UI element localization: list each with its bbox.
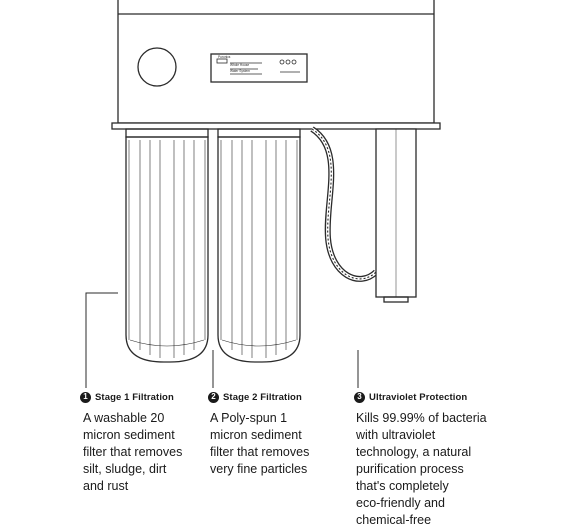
description-line: Kills 99.99% of bacteria	[356, 411, 487, 425]
uv-protection-callout: 3 Ultraviolet Protection Kills 99.99% of…	[354, 389, 502, 529]
description-line: with ultraviolet	[356, 428, 436, 442]
control-panel	[210, 53, 308, 83]
stage-1-filter-canister	[125, 136, 209, 363]
pressure-gauge	[137, 47, 177, 87]
description-line: technology, a natural	[356, 445, 472, 459]
stage-1-heading: 1 Stage 1 Filtration	[80, 389, 205, 405]
description-line: filter that removes	[210, 445, 310, 459]
description-line: silt, sludge, dirt	[83, 462, 167, 476]
stage-1-title: Stage 1 Filtration	[95, 391, 174, 403]
description-line: micron sediment	[210, 428, 302, 442]
stage-1-callout: 1 Stage 1 Filtration A washable 20 micro…	[80, 389, 205, 495]
uv-protection-description: Kills 99.99% of bacteria with ultraviole…	[354, 410, 502, 529]
description-line: very fine particles	[210, 462, 308, 476]
description-line: chemical-free	[356, 513, 432, 527]
panel-text-line-1: Puronics	[218, 55, 231, 59]
description-line: filter that removes	[83, 445, 183, 459]
description-line: eco-friendly and	[356, 496, 445, 510]
stage-1-description: A washable 20 micron sediment filter tha…	[80, 410, 205, 495]
uv-protection-title: Ultraviolet Protection	[369, 391, 468, 403]
description-line: that's completely	[356, 479, 449, 493]
number-badge-2: 2	[208, 391, 219, 403]
stage-2-callout: 2 Stage 2 Filtration A Poly-spun 1 micro…	[208, 389, 333, 478]
stage-2-description: A Poly-spun 1 micron sediment filter tha…	[208, 410, 333, 478]
stage-2-filter-canister	[217, 136, 301, 363]
mounting-housing	[111, 0, 441, 130]
description-line: and rust	[83, 479, 129, 493]
uv-protection-heading: 3 Ultraviolet Protection	[354, 389, 502, 405]
panel-text-line-3: Water System	[230, 69, 250, 73]
uv-chamber	[375, 128, 417, 303]
panel-text-line-2: Whole House	[230, 63, 249, 67]
description-line: micron sediment	[83, 428, 175, 442]
uv-power-cable	[310, 126, 379, 282]
description-line: purification process	[356, 462, 464, 476]
stage-2-heading: 2 Stage 2 Filtration	[208, 389, 333, 405]
description-line: A washable 20	[83, 411, 165, 425]
description-line: A Poly-spun 1	[210, 411, 288, 425]
stage-2-title: Stage 2 Filtration	[223, 391, 302, 403]
number-badge-3: 3	[354, 391, 365, 403]
stage-1-leader-line	[85, 292, 118, 388]
number-badge-1: 1	[80, 391, 91, 403]
